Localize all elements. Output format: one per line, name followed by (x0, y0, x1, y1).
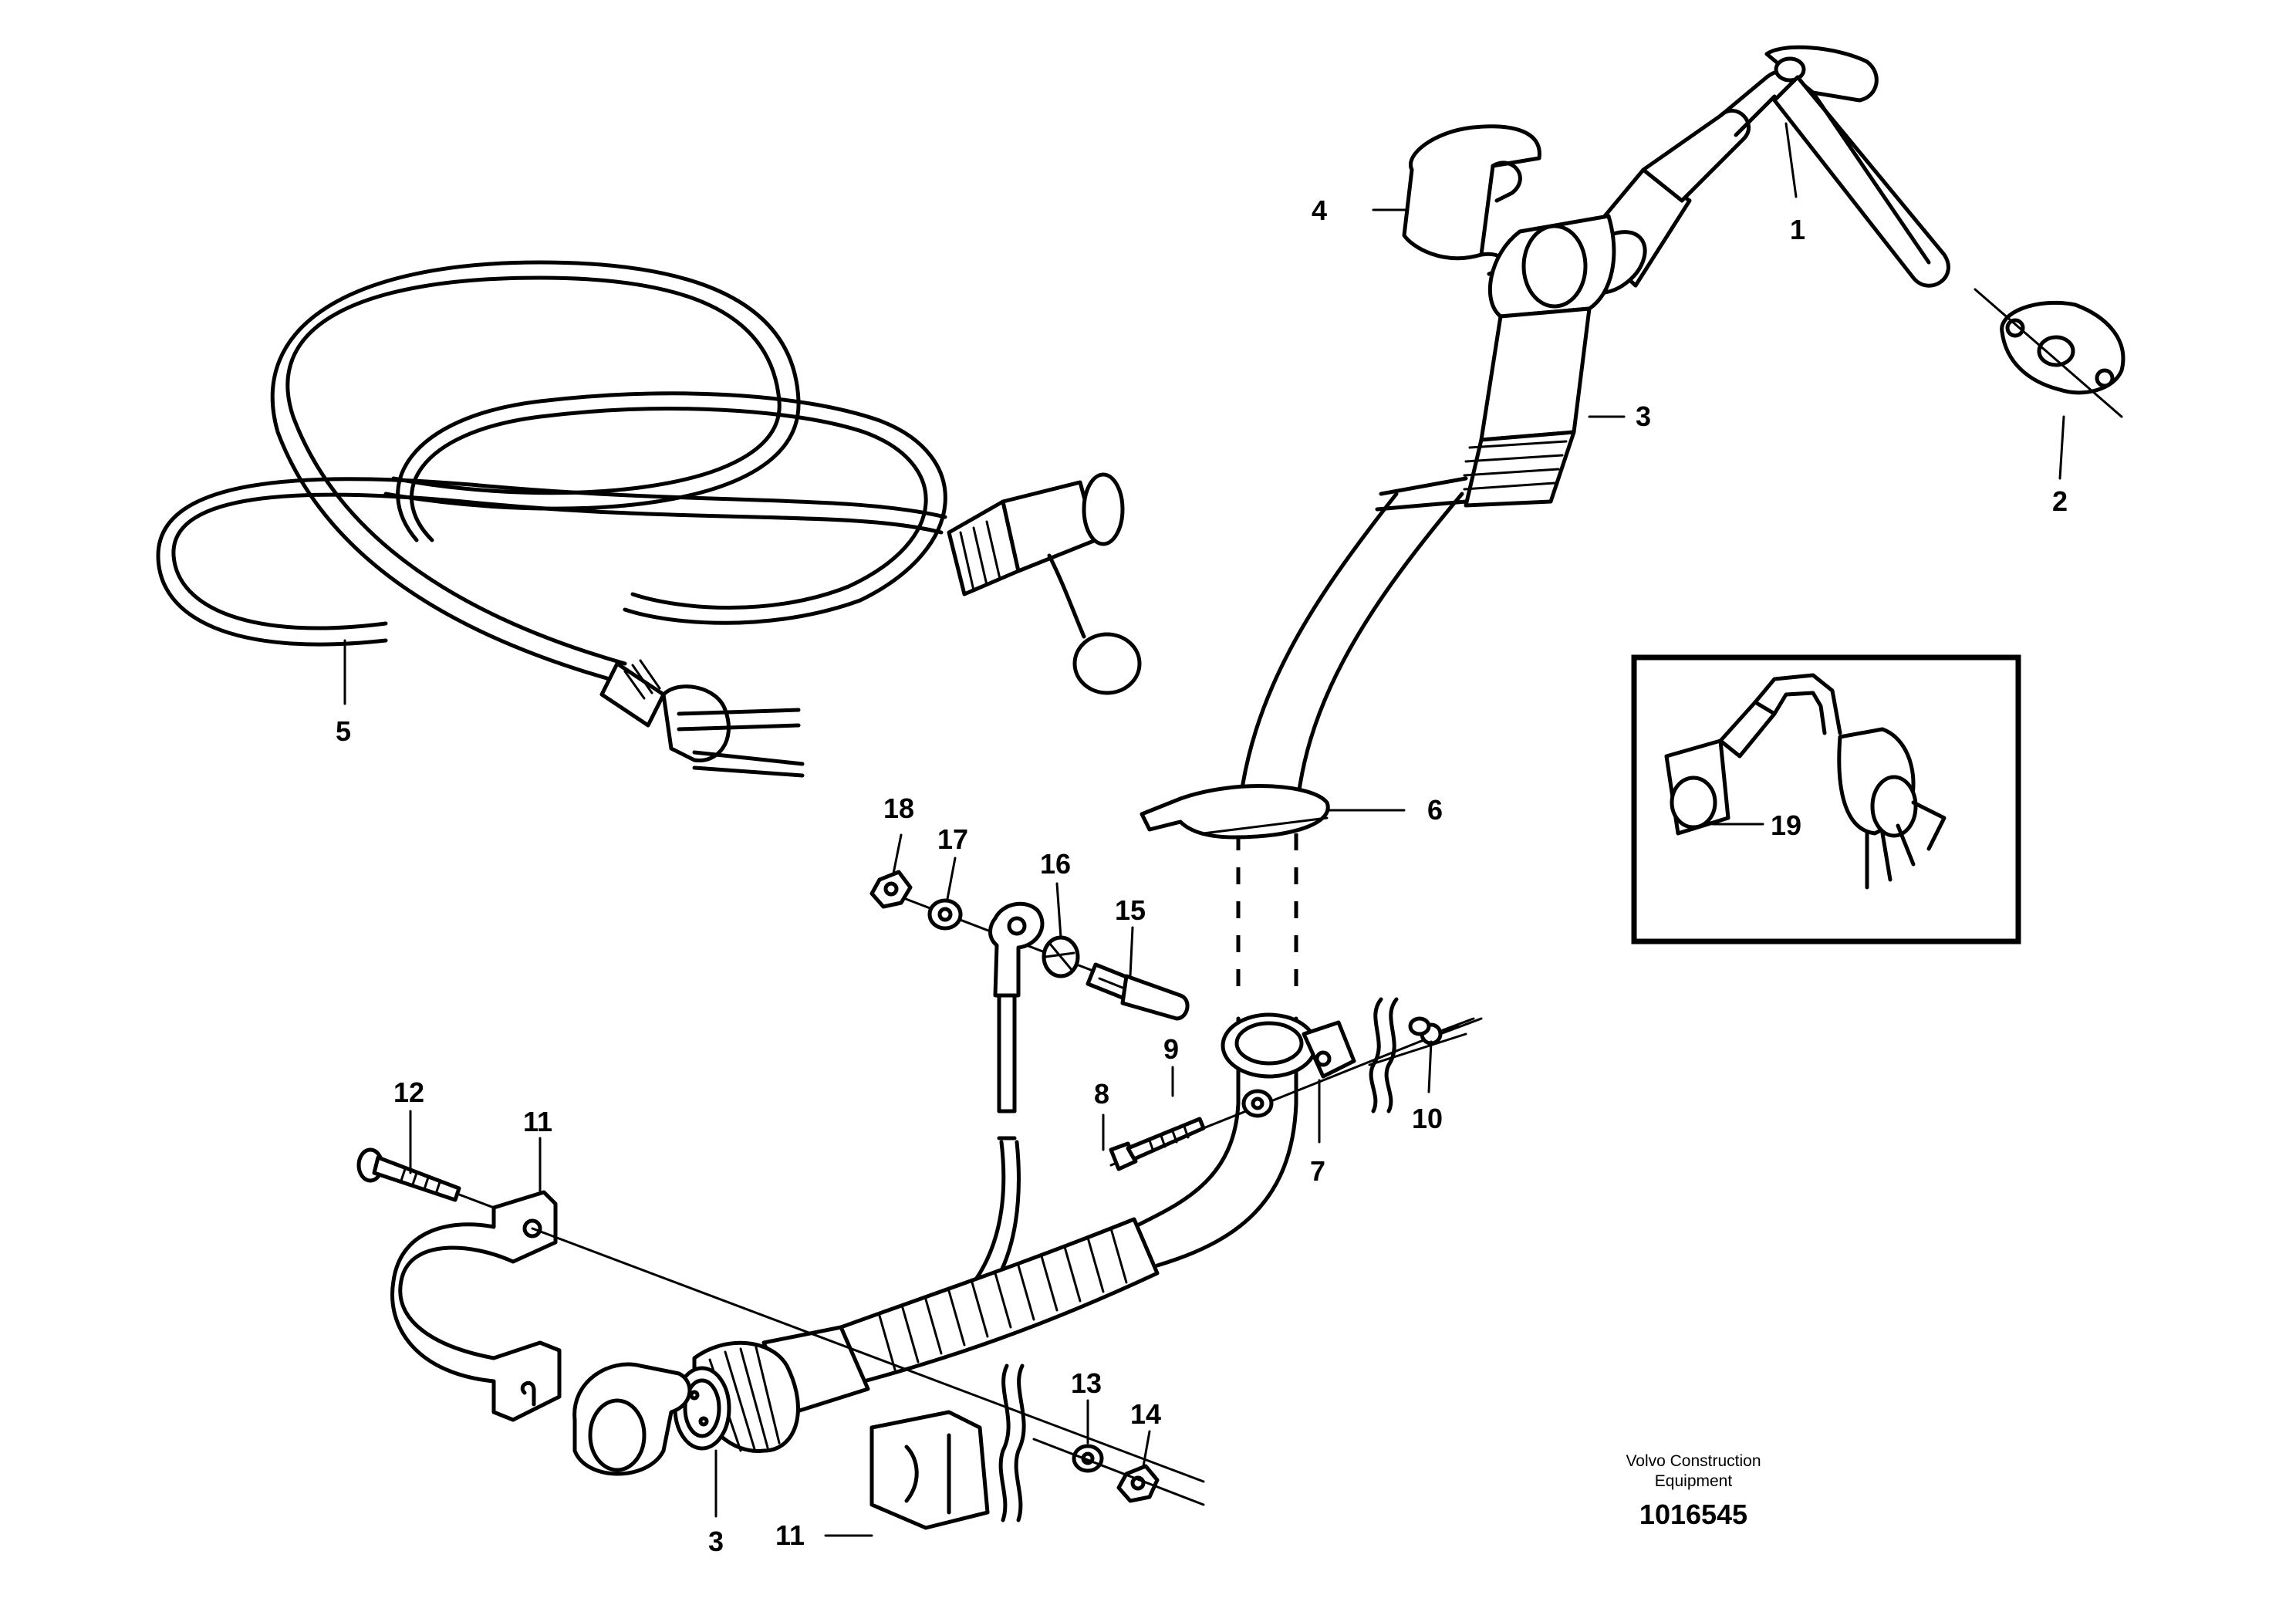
callout-8: 8 (1094, 1078, 1109, 1110)
fastener-set-13-14 (998, 1363, 1205, 1522)
callout-labels: 1 2 3 4 5 6 7 8 9 10 11 11 12 13 14 15 1… (336, 194, 2068, 1557)
callout-15: 15 (1115, 894, 1146, 926)
callout-6: 6 (1427, 794, 1443, 826)
callout-9: 9 (1163, 1033, 1179, 1065)
callout-12: 12 (393, 1076, 424, 1108)
callout-17: 17 (937, 823, 968, 855)
callout-18: 18 (883, 792, 914, 824)
extension-cable-coil (156, 260, 947, 681)
callout-14: 14 (1130, 1398, 1161, 1430)
main-hose (1132, 492, 1464, 1268)
brand-line-2: Equipment (1655, 1472, 1733, 1490)
callout-1: 1 (1790, 214, 1805, 245)
cable-socket-end (947, 472, 1142, 695)
corrugated-sleeve (839, 1217, 1160, 1384)
fastener-set-8-9-10 (1109, 997, 1483, 1171)
socket-assembly (572, 1325, 870, 1476)
footer: Volvo Construction Equipment 1016545 (1626, 1452, 1761, 1530)
mains-plug (599, 659, 805, 778)
document-number: 1016545 (1639, 1499, 1747, 1530)
callout-16: 16 (1040, 848, 1071, 880)
cover-sleeve (1402, 124, 1541, 276)
gasket (1974, 288, 2125, 418)
callout-13: 13 (1071, 1367, 1102, 1399)
clip-block (869, 1410, 990, 1530)
callout-11-lower: 11 (775, 1519, 805, 1551)
callout-4: 4 (1312, 194, 1327, 226)
callout-5: 5 (336, 715, 351, 747)
callout-19: 19 (1771, 809, 1801, 841)
mounting-bracket (390, 1190, 1205, 1483)
cable-tie (1140, 784, 1330, 840)
callout-7: 7 (1310, 1155, 1325, 1187)
bolt-12 (356, 1147, 495, 1209)
callout-10: 10 (1412, 1103, 1443, 1134)
callout-2: 2 (2052, 485, 2068, 517)
callout-11-upper: 11 (523, 1106, 552, 1137)
upper-connector (1375, 214, 1616, 512)
leader-lines (343, 122, 2065, 1537)
inset-panel (1631, 654, 2021, 944)
callout-3-upper: 3 (1636, 400, 1651, 432)
heater-element (1578, 45, 1950, 295)
callout-3-lower: 3 (708, 1526, 724, 1557)
brand-line-1: Volvo Construction (1626, 1452, 1761, 1470)
p-clamp (1221, 1012, 1356, 1079)
